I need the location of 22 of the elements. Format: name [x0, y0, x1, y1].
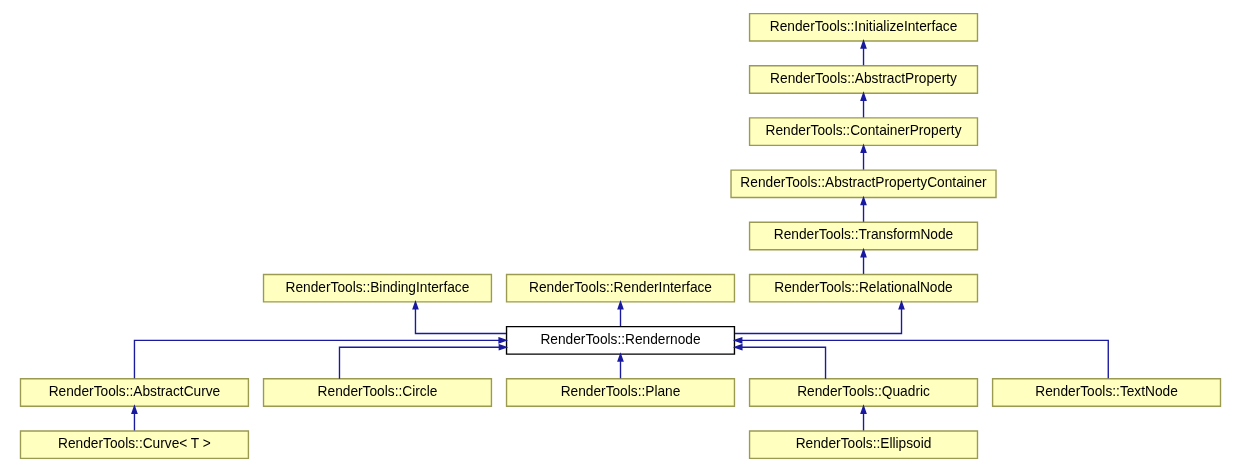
node-box: RenderTools::AbstractProperty: [748, 65, 978, 94]
arrow: [338, 343, 508, 380]
node-box: RenderTools::AbstractPropertyContainer: [729, 169, 997, 199]
arrow: [732, 343, 826, 380]
node-box: RenderTools::Plane: [505, 378, 735, 407]
arrow: [732, 337, 1109, 379]
node-box: RenderTools::BindingInterface: [262, 273, 492, 303]
node-box: RenderTools::TransformNode: [748, 221, 978, 251]
node-box: RenderTools::Ellipsoid: [748, 430, 978, 460]
node-box: RenderTools::RenderInterface: [505, 273, 735, 303]
node-box: RenderTools::Rendernode: [505, 325, 735, 355]
node-box: RenderTools::Circle: [262, 378, 492, 407]
node-box: RenderTools::Curve< T >: [19, 430, 249, 460]
arrow: [733, 299, 905, 335]
node-box: RenderTools::InitializeInterface: [748, 12, 978, 42]
arrow: [133, 337, 508, 379]
node-box: RenderTools::Quadric: [748, 378, 978, 407]
node-box: RenderTools::TextNode: [991, 378, 1221, 407]
node-box: RenderTools::ContainerProperty: [748, 117, 978, 147]
node-box: RenderTools::RelationalNode: [748, 273, 978, 303]
node-box: RenderTools::AbstractCurve: [19, 378, 249, 407]
arrow: [411, 299, 507, 335]
